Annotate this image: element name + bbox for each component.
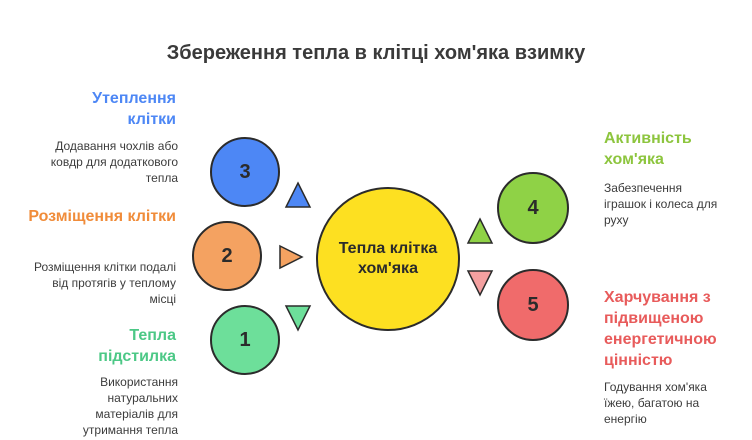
desc-insulation: Додавання чохлів або ковдр для додатково… (50, 139, 178, 185)
step-circle-1: 1 (210, 305, 280, 375)
arrow-right-icon (279, 244, 304, 270)
center-circle: Тепла клітка хом'яка (316, 187, 460, 331)
arrow-up-icon (284, 181, 312, 208)
desc-activity: Забезпечення іграшок і колеса для руху (604, 181, 718, 227)
arrow-up-icon (466, 217, 494, 244)
page-title: Збереження тепла в клітці хом'яка взимку (166, 42, 586, 64)
step-circle-2: 2 (192, 221, 262, 291)
step-number-2: 2 (221, 244, 233, 267)
step-circle-4: 4 (497, 172, 569, 244)
step-number-1: 1 (239, 328, 251, 351)
desc-placement: Розміщення клітки подалі від протягів у … (33, 260, 176, 306)
step-number-5: 5 (527, 293, 539, 316)
arrow-down-icon (284, 305, 312, 332)
heading-placement: Розміщення клітки (28, 208, 176, 225)
heading-nutrition: Харчування з підвищеною енергетичною цін… (604, 289, 717, 369)
arrow-down-icon (466, 270, 494, 297)
heading-insulation: Утеплення клітки (92, 90, 176, 128)
step-number-4: 4 (527, 196, 539, 219)
step-circle-3: 3 (210, 137, 280, 207)
center-label: Тепла клітка хом'яка (338, 240, 438, 277)
step-number-3: 3 (239, 160, 251, 183)
desc-bedding: Використання натуральних матеріалів для … (82, 375, 178, 437)
desc-nutrition: Годування хом'яка їжею, багатою на енерг… (604, 380, 707, 426)
heading-bedding: Тепла підстилка (98, 327, 176, 365)
step-circle-5: 5 (497, 269, 569, 341)
heading-activity: Активність хом'яка (604, 130, 692, 168)
